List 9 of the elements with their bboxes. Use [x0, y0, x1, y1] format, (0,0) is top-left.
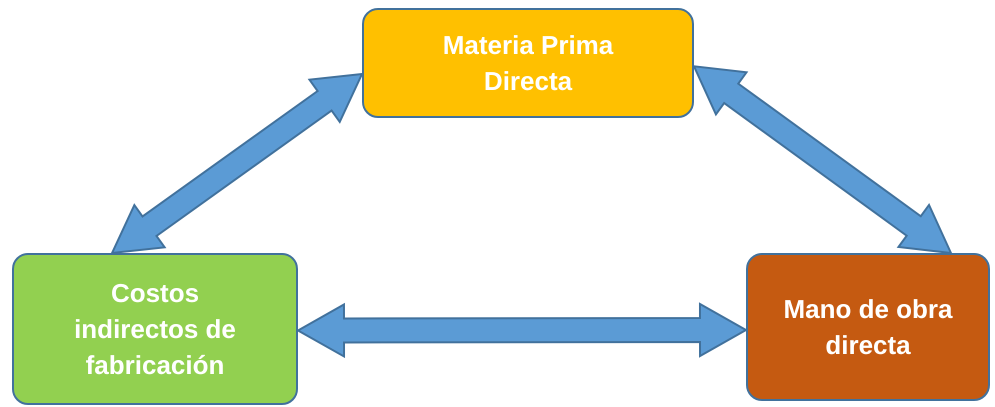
process-box — [12, 253, 298, 405]
node-label: Materia Prima Directa — [442, 29, 614, 98]
node-label: Costos indirectos de fabricación — [73, 277, 237, 382]
double-arrow — [110, 72, 364, 254]
process-box — [362, 8, 694, 118]
double-arrow — [692, 65, 953, 254]
node-label: Mano de obra directa — [782, 293, 954, 362]
process-box — [746, 253, 990, 401]
double-arrow — [296, 302, 748, 358]
